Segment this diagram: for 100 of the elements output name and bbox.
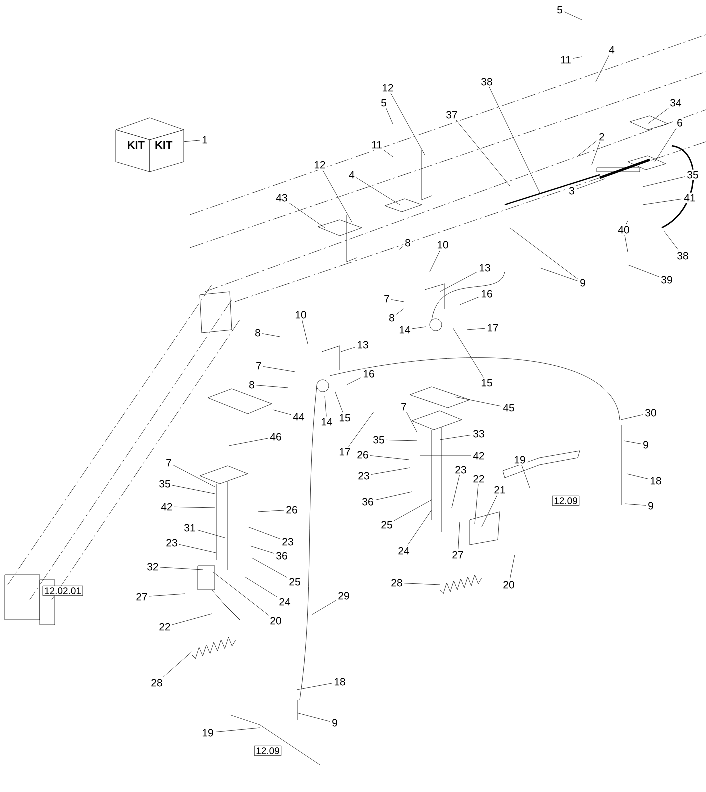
callout-number: 2	[598, 132, 606, 142]
callout-number: 23	[454, 464, 468, 476]
leader-line	[390, 93, 426, 156]
callout-number: 13	[478, 262, 492, 274]
leader-line	[624, 235, 628, 252]
callout-number: 17	[338, 446, 352, 458]
callout-number: 18	[332, 676, 348, 688]
leader-line	[489, 87, 540, 194]
callout-number: 22	[472, 474, 486, 484]
callout-number: 35	[686, 170, 700, 180]
callout-number: 10	[294, 310, 308, 320]
leader-line	[346, 378, 362, 386]
callout-number: 9	[330, 718, 340, 728]
reference-box: 12.02.01	[42, 586, 84, 596]
callout-number: 26	[284, 504, 300, 516]
leader-line	[540, 268, 579, 282]
leader-line	[394, 500, 432, 522]
leader-line	[384, 150, 394, 158]
node-label: KIT	[128, 141, 145, 150]
callout-number: 19	[512, 454, 528, 466]
callout-number: 23	[164, 538, 180, 548]
leader-line	[296, 712, 331, 722]
leader-line	[454, 396, 502, 407]
callout-number: 15	[480, 378, 494, 388]
callout-number: 3	[568, 186, 576, 196]
callout-number: 42	[160, 502, 174, 512]
callout-number: 9	[642, 440, 650, 450]
leader-line	[412, 326, 426, 330]
callout-number: 12	[312, 160, 328, 170]
leader-line	[334, 390, 344, 413]
callout-number: 7	[254, 360, 264, 372]
leader-line	[576, 178, 606, 190]
callout-number: 19	[200, 728, 216, 738]
callout-number: 29	[336, 590, 352, 602]
leader-line	[452, 475, 460, 508]
callout-number: 18	[648, 476, 664, 486]
callout-number: 30	[644, 408, 658, 418]
callout-number: 34	[668, 98, 684, 108]
callout-number: 7	[400, 402, 408, 412]
callout-number: 11	[370, 140, 384, 150]
leader-line	[624, 504, 647, 506]
callout-number: 22	[158, 622, 172, 632]
leader-line	[258, 510, 285, 512]
leader-line	[179, 544, 216, 554]
leader-line	[626, 474, 649, 480]
leader-line	[289, 203, 326, 228]
leader-line	[396, 308, 404, 315]
leader-line	[592, 142, 600, 166]
leader-line	[212, 572, 270, 616]
leader-line	[398, 246, 404, 250]
leader-line	[654, 128, 677, 162]
callout-number: 31	[182, 522, 198, 534]
callout-number: 23	[280, 536, 296, 548]
leader-line	[482, 495, 498, 528]
callout-number: 8	[254, 328, 262, 338]
leader-line	[466, 328, 486, 330]
callout-number: 36	[274, 550, 290, 562]
callout-number: 35	[372, 434, 386, 446]
leader-line	[248, 526, 281, 540]
leader-line	[262, 334, 280, 338]
leader-line	[576, 140, 598, 158]
leader-line	[458, 522, 460, 550]
leader-line	[228, 438, 269, 446]
leader-line	[572, 56, 582, 59]
callout-number: 39	[660, 274, 674, 286]
leader-line	[628, 264, 660, 278]
leader-line	[386, 108, 394, 124]
leader-line	[440, 434, 472, 440]
leader-line	[312, 600, 337, 616]
callout-number: 26	[356, 450, 370, 460]
leader-line	[642, 176, 686, 188]
callout-number: 9	[578, 278, 588, 288]
callout-number: 14	[398, 324, 412, 336]
reference-box: 12.09	[254, 746, 282, 756]
leader-line	[252, 558, 288, 578]
callout-number: 5	[556, 4, 564, 16]
leader-line	[456, 120, 510, 186]
callout-number: 4	[608, 44, 616, 56]
leader-line	[386, 440, 418, 442]
leader-line	[642, 198, 683, 206]
node-label: KIT	[156, 141, 173, 150]
kit-box: KIT KIT	[116, 118, 184, 172]
callout-number: 5	[380, 98, 388, 108]
leader-line	[173, 465, 216, 488]
leader-line	[407, 510, 432, 546]
callout-number: 21	[492, 484, 508, 496]
leader-line	[356, 178, 400, 206]
callout-number: 43	[274, 192, 290, 204]
callout-number: 32	[146, 562, 160, 572]
callout-number: 8	[404, 238, 412, 248]
callout-number: 20	[502, 580, 516, 590]
leader-line	[624, 440, 642, 444]
callout-number: 7	[164, 458, 174, 468]
callout-number: 16	[362, 368, 376, 380]
leader-line	[244, 576, 278, 598]
callout-number: 8	[388, 312, 396, 324]
callout-number: 1	[200, 134, 210, 146]
callout-number: 35	[158, 478, 172, 490]
callout-number: 23	[356, 470, 372, 482]
leader-line	[596, 55, 610, 82]
